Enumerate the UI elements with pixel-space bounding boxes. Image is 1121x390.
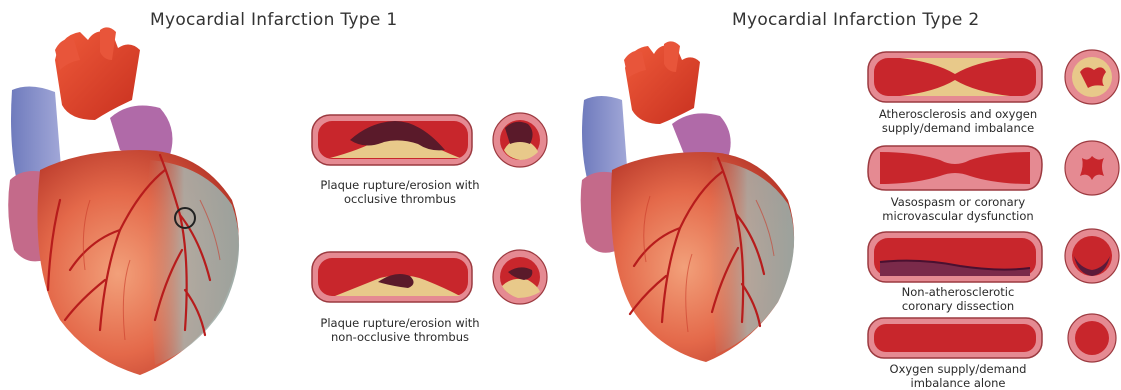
- vessel-type1-nonocclusive: [312, 252, 472, 302]
- caption-type2-vasospasm: Vasospasm or coronary microvascular dysf…: [858, 195, 1058, 223]
- cross-section-type2-dissection: [1065, 229, 1119, 283]
- caption-line: coronary dissection: [858, 299, 1058, 313]
- cross-section-type2-supply-demand: [1068, 314, 1116, 362]
- caption-type1-nonocclusive: Plaque rupture/erosion with non-occlusiv…: [300, 316, 500, 344]
- caption-line: Non-atherosclerotic: [858, 285, 1058, 299]
- caption-type2-dissection: Non-atherosclerotic coronary dissection: [858, 285, 1058, 313]
- vessel-type2-atherosclerosis: [868, 52, 1042, 102]
- vessel-type2-supply-demand: [868, 318, 1042, 358]
- caption-line: occlusive thrombus: [300, 192, 500, 206]
- cross-section-type2-vasospasm: [1065, 141, 1119, 195]
- caption-type2-supply-demand: Oxygen supply/demand imbalance alone: [858, 362, 1058, 390]
- heart-type1: [8, 27, 239, 375]
- cross-section-type1-occlusive: [493, 113, 547, 167]
- cross-section-type2-atherosclerosis: [1065, 50, 1119, 104]
- vessel-type1-occlusive: [312, 115, 472, 165]
- caption-line: supply/demand imbalance: [858, 121, 1058, 135]
- vessel-type2-dissection: [868, 232, 1042, 282]
- caption-line: Vasospasm or coronary: [858, 195, 1058, 209]
- caption-type2-atherosclerosis: Atherosclerosis and oxygen supply/demand…: [858, 107, 1058, 135]
- caption-line: microvascular dysfunction: [858, 209, 1058, 223]
- caption-line: non-occlusive thrombus: [300, 330, 500, 344]
- caption-line: Atherosclerosis and oxygen: [858, 107, 1058, 121]
- cross-section-type1-nonocclusive: [493, 250, 547, 304]
- caption-line: imbalance alone: [858, 376, 1058, 390]
- vessel-type2-vasospasm: [868, 146, 1042, 190]
- caption-line: Plaque rupture/erosion with: [300, 316, 500, 330]
- caption-line: Plaque rupture/erosion with: [300, 178, 500, 192]
- caption-line: Oxygen supply/demand: [858, 362, 1058, 376]
- heart-type2: [581, 41, 794, 362]
- caption-type1-occlusive: Plaque rupture/erosion with occlusive th…: [300, 178, 500, 206]
